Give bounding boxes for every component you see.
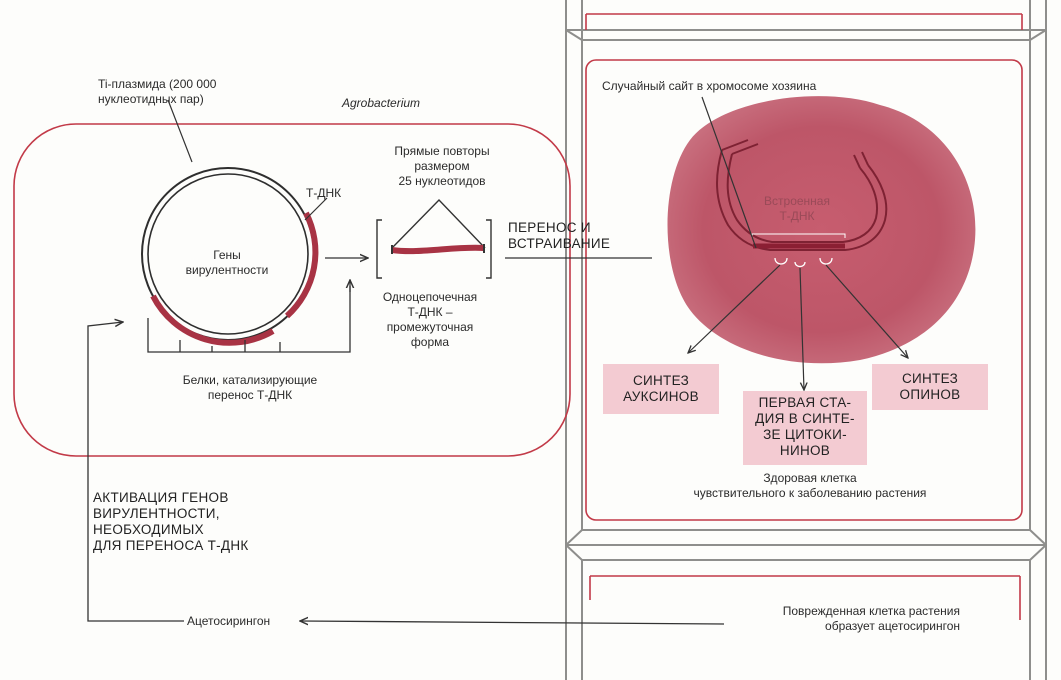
healthy-cell-label: Здоровая клетка чувствительного к заболе…: [693, 471, 927, 500]
host-chromosome: [716, 139, 888, 251]
random-site-label: Случайный сайт в хромосоме хозяина: [602, 79, 817, 93]
host-nucleus: [667, 96, 976, 364]
direct-repeats-label: Прямые повторы размером 25 нуклеотидов: [394, 144, 490, 188]
plant-cell-membrane: [585, 59, 1023, 521]
acetosyringone-label: Ацетосирингон: [187, 614, 271, 628]
ti-plasmid-label: Ti-плазмида (200 000 нуклеотидных пар): [98, 77, 217, 106]
agrobacterium-cell: [13, 123, 571, 457]
ti-plasmid: [141, 167, 319, 346]
activation-label: АКТИВАЦИЯ ГЕНОВ ВИРУЛЕНТНОСТИ, НЕОБХОДИМ…: [93, 490, 249, 553]
cytokinin-synthesis-box: ПЕРВАЯ СТА- ДИЯ В СИНТЕ- ЗЕ ЦИТОКИ- НИНО…: [743, 391, 867, 465]
damaged-cell-wall: [565, 544, 1047, 680]
single-strand-tdna: [391, 244, 485, 255]
virulence-genes-label: Гены вирулентности: [185, 248, 269, 277]
tdna-label: Т-ДНК: [306, 186, 342, 200]
protein-comb: [147, 286, 351, 353]
transfer-label: ПЕРЕНОС И ВСТРАИВАНИЕ: [508, 220, 611, 251]
agrobacterium-label: Agrobacterium: [342, 96, 421, 110]
opine-synthesis-box: СИНТЕЗ ОПИНОВ: [872, 364, 988, 410]
single-strand-bracket: [376, 198, 492, 279]
integrated-tdna-label: Встроенная Т-ДНК: [764, 194, 830, 223]
auxin-synthesis-box: СИНТЕЗ АУКСИНОВ: [603, 364, 719, 414]
single-strand-label: Одноцепочечная Т-ДНК – промежуточная фор…: [382, 290, 478, 349]
proteins-label: Белки, катализирующие перенос Т-ДНК: [182, 373, 318, 402]
damaged-cell-label: Поврежденная клетка растения образует ац…: [782, 604, 960, 633]
